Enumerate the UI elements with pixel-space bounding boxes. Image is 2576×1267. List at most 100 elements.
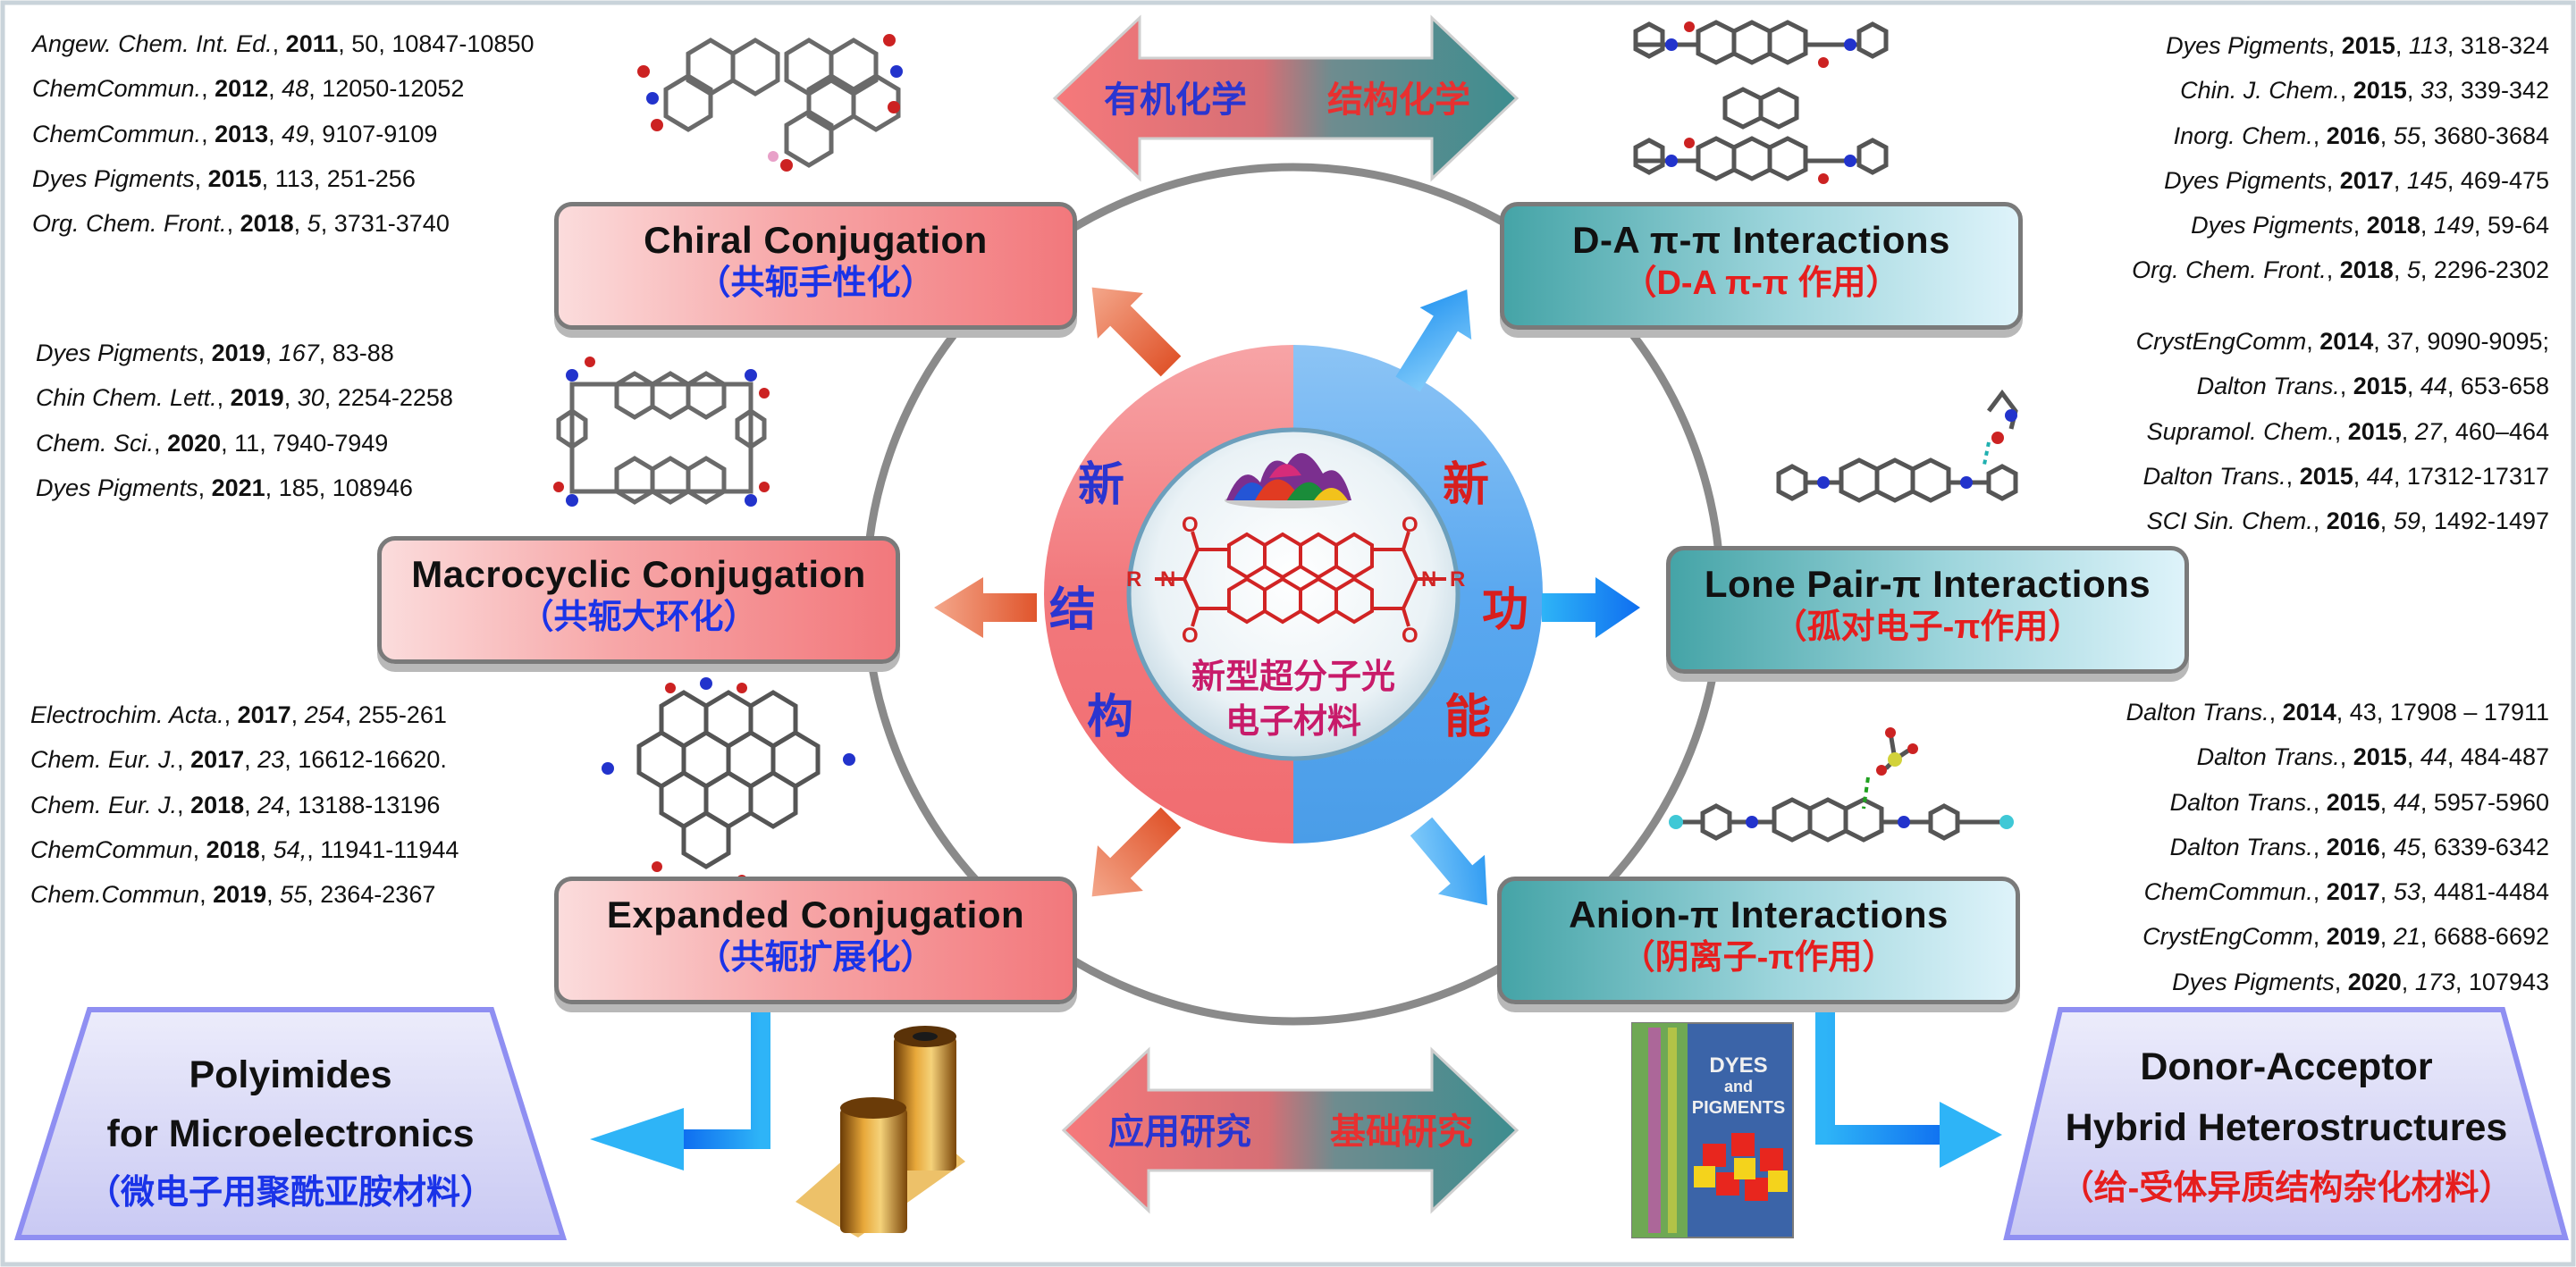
cover-title-2: and [1724,1078,1753,1095]
reference-item: Dyes Pigments, 2015, 113, 318-324 [2166,32,2549,59]
ref-volume: 44 [2420,373,2447,400]
ref-year: 2016 [2326,122,2380,149]
box-da-interactions: D-A π-π Interactions （D-A π-π 作用） [1500,202,2023,330]
chiral-molecule-atoms [637,34,903,172]
trapezoid-donor-acceptor-shape [2003,1007,2569,1240]
ref-volume: 44 [2366,462,2394,490]
ref-pages: 2254-2258 [337,384,453,412]
ref-pages: 17908 – 17911 [2389,699,2549,726]
ref-pages: 9107-9109 [322,120,438,147]
ref-year: 2020 [2347,968,2402,995]
atom-o-br: O [1402,624,1418,648]
ref-pages: 107943 [2468,968,2549,995]
ref-year: 2019 [213,881,267,909]
ref-volume: 185 [278,474,319,501]
ref-pages: 653-658 [2460,373,2549,400]
ref-year: 2017 [2326,878,2380,906]
ref-year: 2019 [2326,923,2380,951]
ref-year: 2012 [215,75,269,103]
ref-year: 2011 [285,30,339,57]
box-expanded-en: Expanded Conjugation [606,894,1025,936]
box-chiral-conjugation: Chiral Conjugation （共轭手性化） [554,202,1077,330]
trapezoid-polyimides: Polyimides for Microelectronics （微电子用聚酰亚… [36,1045,545,1222]
ref-pages: 2296-2302 [2433,256,2549,284]
ref-volume: 167 [278,340,319,366]
ref-journal: Supramol. Chem. [2146,417,2335,445]
ref-volume: 21 [2393,923,2420,951]
ref-journal: Dyes Pigments [2166,32,2328,59]
center-left-char-1: 新 [1078,459,1124,511]
ref-volume: 45 [2393,833,2420,860]
box-lonepair-en: Lone Pair-π Interactions [1704,563,2151,605]
box-expanded-zh: （共轭扩展化） [696,939,935,977]
ref-pages: 108946 [332,474,413,501]
top-arrow-left-label: 有机化学 [1104,80,1247,120]
orange-arrow-left-icon [934,577,1037,638]
box-macrocyclic-zh: （共轭大环化） [519,599,758,636]
ref-year: 2014 [2319,328,2374,355]
ref-journal: Dyes Pigments [2172,968,2335,995]
box-expanded-conjugation: Expanded Conjugation （共轭扩展化） [554,877,1077,1004]
reference-item: Org. Chem. Front., 2018, 5, 3731-3740 [32,210,450,238]
ref-pages: 6339-6342 [2433,833,2549,860]
reference-item: Dalton Trans., 2016, 45, 6339-6342 [2169,833,2549,860]
ref-year: 2020 [167,429,222,457]
reference-item: CrystEngComm, 2014, 37, 9090-9095; [2135,328,2549,355]
ref-volume: 24 [257,791,285,818]
ref-pages: 251-256 [326,164,416,192]
ref-journal: ChemCommun. [2143,878,2313,906]
bottom-arrow-left-label: 应用研究 [1108,1112,1251,1152]
reference-item: Chin. J. Chem., 2015, 33, 339-342 [2180,77,2549,105]
box-chiral-zh: （共轭手性化） [696,264,935,302]
ref-pages: 1492-1497 [2433,508,2549,535]
ref-year: 2015 [2353,77,2407,105]
ref-pages: 469-475 [2460,166,2549,194]
donor-acceptor-line2: Hybrid Heterostructures [2065,1106,2508,1149]
reference-item: SCI Sin. Chem., 2016, 59, 1492-1497 [2146,508,2549,535]
ref-pages: 318-324 [2460,32,2549,59]
reference-item: Dyes Pigments, 2020, 173, 107943 [2172,968,2549,995]
ref-pages: 9090-9095; [2427,328,2549,355]
ref-volume: 113 [2408,32,2447,59]
atom-o-bl: O [1182,624,1199,648]
ref-year: 2019 [230,384,284,412]
ref-journal: Dalton Trans. [2169,788,2313,816]
box-macrocyclic-en: Macrocyclic Conjugation [411,553,866,595]
ref-pages: 16612-16620. [298,746,447,774]
ref-volume: 254 [304,701,345,728]
reference-item: Angew. Chem. Int. Ed., 2011, 50, 10847-1… [32,30,535,57]
atom-o-tl: O [1182,513,1199,537]
ref-journal: Dalton Trans. [2126,699,2269,726]
reference-item: Dalton Trans., 2015, 44, 17312-17317 [2142,462,2549,490]
center-left-char-3: 构 [1087,692,1133,743]
ref-journal: ChemCommun. [32,120,202,147]
reference-item: ChemCommun., 2013, 49, 9107-9109 [32,120,438,147]
ref-volume: 54, [273,835,307,863]
ref-journal: CrystEngComm [2142,923,2313,951]
ref-pages: 339-342 [2460,77,2549,105]
ref-volume: 55 [280,881,307,909]
ref-journal: Chem.Commun [30,881,200,909]
ref-volume: 33 [2420,77,2447,105]
ref-year: 2018 [206,835,260,863]
refs-chiral: Angew. Chem. Int. Ed., 2011, 50, 10847-1… [32,21,534,246]
ref-journal: Chin Chem. Lett. [36,384,217,412]
reference-item: Chin Chem. Lett., 2019, 30, 2254-2258 [36,384,453,412]
ref-year: 2019 [211,340,265,366]
box-da-en: D-A π-π Interactions [1572,219,1950,261]
ref-year: 2018 [240,210,294,238]
ref-volume: 59 [2393,508,2420,535]
ref-volume: 27 [2414,417,2442,445]
reference-item: ChemCommun., 2017, 53, 4481-4484 [2143,878,2549,906]
cover-title-3: PIGMENTS [1692,1098,1785,1118]
box-da-zh: （D-A π-π 作用） [1622,264,1900,302]
reference-item: ChemCommun., 2012, 48, 12050-12052 [32,75,465,103]
box-anion-zh: （阴离子-π作用） [1621,939,1897,977]
ref-journal: Angew. Chem. Int. Ed. [32,30,273,57]
refs-lonepair: CrystEngComm, 2014, 37, 9090-9095; Dalton… [2136,319,2549,543]
ref-journal: Chem. Sci. [36,429,155,457]
molecule-atom-labels: R N O O N R O O [1126,513,1465,648]
